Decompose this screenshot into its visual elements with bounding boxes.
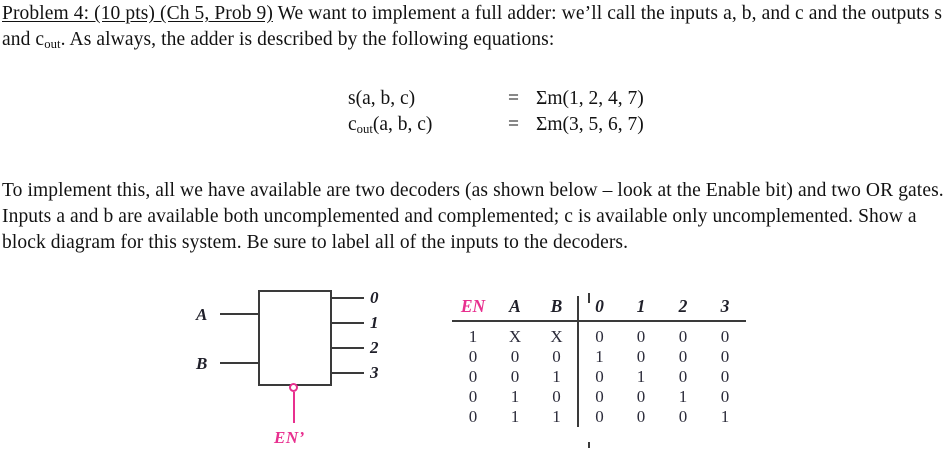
cell-a: 0 xyxy=(510,367,520,386)
decoder-enable-label: EN’ xyxy=(274,428,305,447)
cell-out2: 0 xyxy=(678,347,688,366)
cell-out3: 1 xyxy=(720,407,730,426)
problem-title: Problem 4: (10 pts) (Ch 5, Prob 9) xyxy=(2,3,273,24)
cell-out0: 1 xyxy=(577,347,620,367)
truth-table-header-en: EN xyxy=(460,296,486,316)
decoder-input-label-a: A xyxy=(196,305,208,324)
equation-row: s(a, b, c) = Σm(1, 2, 4, 7) xyxy=(348,86,644,112)
equation-lhs-main: c xyxy=(348,114,357,135)
decoder-output-label-3: 3 xyxy=(370,363,379,382)
problem-intro-paragraph: Problem 4: (10 pts) (Ch 5, Prob 9) We wa… xyxy=(2,1,946,53)
output-wire-2 xyxy=(331,347,364,349)
table-row: 1 X X 0 0 0 0 xyxy=(452,321,746,347)
equation-row: cout(a, b, c) = Σm(3, 5, 6, 7) xyxy=(348,112,644,138)
table-row: 0 0 1 0 1 0 0 xyxy=(452,367,746,387)
truth-table-header-out3: 3 xyxy=(720,296,730,316)
cell-b: 1 xyxy=(552,407,561,426)
cell-out1: 1 xyxy=(636,367,646,386)
output-wire-1 xyxy=(331,322,364,324)
c-out-subscript: out xyxy=(44,37,61,52)
cell-out0: 0 xyxy=(577,407,620,427)
truth-table-header-out2: 2 xyxy=(678,296,688,316)
decoder-output-label-1: 1 xyxy=(370,313,379,332)
truth-table-header-b: B xyxy=(550,296,563,316)
decoder-output-label-0: 0 xyxy=(370,288,379,307)
equation-lhs: cout(a, b, c) xyxy=(348,112,508,138)
equation-rhs: Σm(3, 5, 6, 7) xyxy=(536,114,644,135)
problem-intro-text-part2: . As always, the adder is described by t… xyxy=(60,29,555,50)
equation-lhs-args: (a, b, c) xyxy=(372,114,433,135)
equation-equals: = xyxy=(508,114,519,135)
cell-out3: 0 xyxy=(720,347,730,366)
enable-wire xyxy=(292,392,295,423)
equation-lhs-args: (a, b, c) xyxy=(355,88,416,109)
truth-table-header-row: EN A B 0 1 2 3 xyxy=(452,296,746,321)
table-row: 0 0 0 1 0 0 0 xyxy=(452,347,746,367)
cell-out3: 0 xyxy=(720,367,730,386)
cell-en: 0 xyxy=(468,387,478,406)
cell-en: 1 xyxy=(468,327,478,346)
problem-body-paragraph: To implement this, all we have available… xyxy=(2,180,944,253)
decoder-box xyxy=(258,290,332,386)
cell-out3: 0 xyxy=(720,387,730,406)
equation-lhs-subscript: out xyxy=(356,122,373,137)
cell-out1: 0 xyxy=(636,387,646,406)
input-wire-b xyxy=(220,362,259,364)
cell-out1: 0 xyxy=(636,347,646,366)
decoder-truth-table: EN A B 0 1 2 3 1 X X 0 0 0 0 0 0 0 xyxy=(452,293,752,448)
cell-en: 0 xyxy=(468,407,478,426)
cell-en: 0 xyxy=(468,367,478,386)
equation-lhs: s(a, b, c) xyxy=(348,86,508,112)
cell-a: 1 xyxy=(510,387,520,406)
cell-out0: 0 xyxy=(577,321,620,347)
equations-block: s(a, b, c) = Σm(1, 2, 4, 7) cout(a, b, c… xyxy=(348,86,644,138)
equation-equals: = xyxy=(508,88,519,109)
cell-a: X xyxy=(508,327,522,346)
enable-inversion-bubble-icon xyxy=(289,383,298,392)
equation-lhs-main: s xyxy=(348,88,356,109)
cell-a: 0 xyxy=(510,347,520,366)
decoder-output-label-2: 2 xyxy=(370,338,379,357)
cell-out2: 0 xyxy=(678,407,688,426)
cell-out3: 0 xyxy=(720,327,730,346)
equation-rhs: Σm(1, 2, 4, 7) xyxy=(536,88,644,109)
cell-out2: 1 xyxy=(678,387,688,406)
cell-out1: 0 xyxy=(636,327,646,346)
cell-b: 0 xyxy=(552,387,561,406)
cell-b: 0 xyxy=(552,347,561,366)
truth-table-divider-bottom xyxy=(588,442,590,448)
cell-b: 1 xyxy=(552,367,561,386)
cell-out0: 0 xyxy=(577,367,620,387)
decoder-block-diagram: A B 0 1 2 3 EN’ xyxy=(190,283,405,463)
output-wire-3 xyxy=(331,372,364,374)
cell-out2: 0 xyxy=(678,367,688,386)
cell-b: X xyxy=(550,327,563,346)
truth-table-grid: EN A B 0 1 2 3 1 X X 0 0 0 0 0 0 0 xyxy=(452,296,746,427)
table-row: 0 1 1 0 0 0 1 xyxy=(452,407,746,427)
truth-table-header-out1: 1 xyxy=(636,296,646,316)
decoder-input-label-b: B xyxy=(196,354,208,373)
cell-a: 1 xyxy=(510,407,520,426)
cell-en: 0 xyxy=(468,347,478,366)
truth-table-header-a: A xyxy=(509,296,521,316)
output-wire-0 xyxy=(331,297,364,299)
cell-out0: 0 xyxy=(577,387,620,407)
cell-out2: 0 xyxy=(678,327,688,346)
equations-table: s(a, b, c) = Σm(1, 2, 4, 7) cout(a, b, c… xyxy=(348,86,644,138)
input-wire-a xyxy=(220,313,259,315)
truth-table-divider-top xyxy=(588,293,590,303)
truth-table-header-out0: 0 xyxy=(577,296,620,321)
table-row: 0 1 0 0 0 1 0 xyxy=(452,387,746,407)
problem-intro-text-part1: We want to implement a full adder: we’ll… xyxy=(2,3,943,50)
cell-out1: 0 xyxy=(636,407,646,426)
